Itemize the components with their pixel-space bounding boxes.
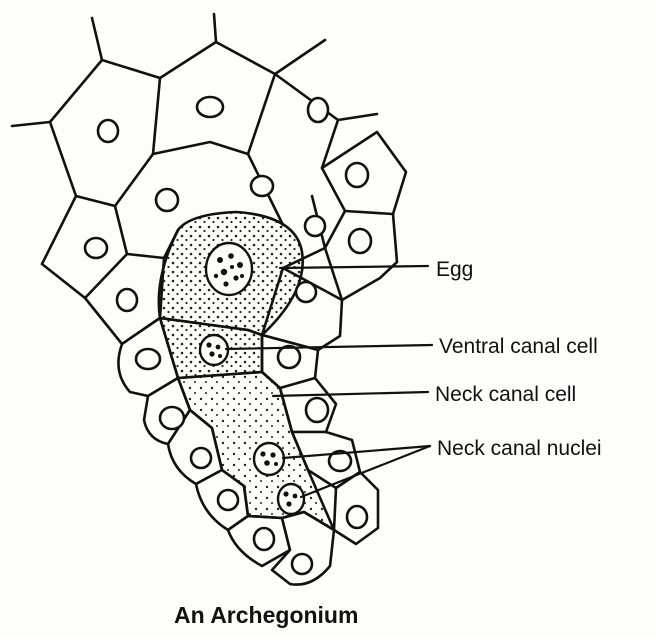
labels: Egg Ventral canal cell Neck canal cell N… bbox=[435, 258, 602, 460]
neck-canal-nucleus-icon bbox=[254, 443, 284, 475]
diagram-title: An Archegonium bbox=[174, 602, 358, 628]
nucleus-icon bbox=[347, 506, 367, 528]
nucleus-icon bbox=[306, 398, 328, 422]
nucleus-icon bbox=[254, 528, 274, 550]
nucleus-icon bbox=[117, 289, 137, 311]
label-egg: Egg bbox=[436, 258, 473, 281]
nucleus-icon bbox=[308, 98, 328, 122]
nucleus-icon bbox=[98, 120, 118, 142]
nucleus-icon bbox=[292, 554, 312, 574]
nucleus-icon bbox=[191, 448, 211, 468]
nucleus-icon bbox=[296, 282, 316, 302]
label-neck-canal-cell: Neck canal cell bbox=[435, 383, 576, 406]
label-ventral-canal-cell: Ventral canal cell bbox=[439, 335, 598, 358]
nucleus-icon bbox=[197, 97, 223, 117]
nucleus-icon bbox=[156, 189, 178, 211]
label-neck-canal-nuclei: Neck canal nuclei bbox=[437, 437, 602, 460]
nucleus-icon bbox=[160, 407, 184, 429]
nucleus-icon bbox=[305, 216, 325, 236]
egg-nucleus-icon bbox=[206, 243, 252, 295]
nucleus-icon bbox=[349, 229, 371, 253]
ventral-canal-nucleus-icon bbox=[200, 335, 228, 365]
nucleus-icon bbox=[218, 490, 238, 510]
nucleus-icon bbox=[85, 238, 107, 258]
neck-canal-nucleus-icon bbox=[278, 484, 304, 514]
nucleus-icon bbox=[136, 349, 160, 369]
nucleus-icon bbox=[278, 346, 300, 368]
nucleus-icon bbox=[346, 163, 368, 187]
nucleus-icon bbox=[251, 176, 273, 196]
